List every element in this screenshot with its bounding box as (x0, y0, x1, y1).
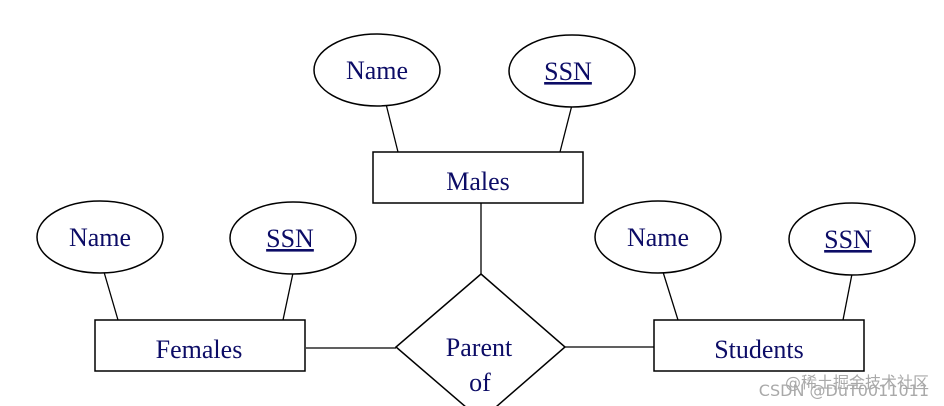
relationship-parent-of (394, 273, 567, 406)
connector-females-name (103, 271, 119, 321)
attribute-males-ssn-label: SSN (544, 57, 592, 86)
entity-males-label: Males (446, 167, 510, 196)
entity-females (94, 319, 306, 372)
attribute-males-name (313, 33, 441, 107)
entity-students (653, 319, 865, 372)
attribute-females-name (36, 200, 164, 274)
attribute-students-name (594, 200, 722, 274)
connector-students-name (662, 271, 679, 321)
connector-males-ssn (559, 104, 573, 153)
attribute-females-name-label: Name (69, 223, 131, 252)
entity-females-label: Females (156, 335, 243, 364)
connector-students-ssn (842, 273, 853, 321)
connector-males-name (385, 103, 399, 153)
relationship-label-line1: Parent (446, 333, 513, 362)
entity-males (372, 151, 584, 204)
watermark-csdn: CSDN @DuT0011011 (759, 381, 929, 400)
attribute-students-name-label: Name (627, 223, 689, 252)
connector-females-ssn (282, 272, 294, 321)
entity-students-label: Students (714, 335, 804, 364)
connectors (103, 103, 853, 349)
attribute-females-ssn-label: SSN (266, 224, 314, 253)
attribute-students-ssn (788, 202, 916, 276)
relationship-label-line2: of (469, 368, 491, 397)
attribute-males-name-label: Name (346, 56, 408, 85)
attribute-females-ssn (229, 201, 357, 275)
watermark-juejin: @稀土掘金技术社区 (785, 373, 929, 392)
attribute-males-ssn (508, 34, 636, 108)
attribute-students-ssn-label: SSN (824, 225, 872, 254)
